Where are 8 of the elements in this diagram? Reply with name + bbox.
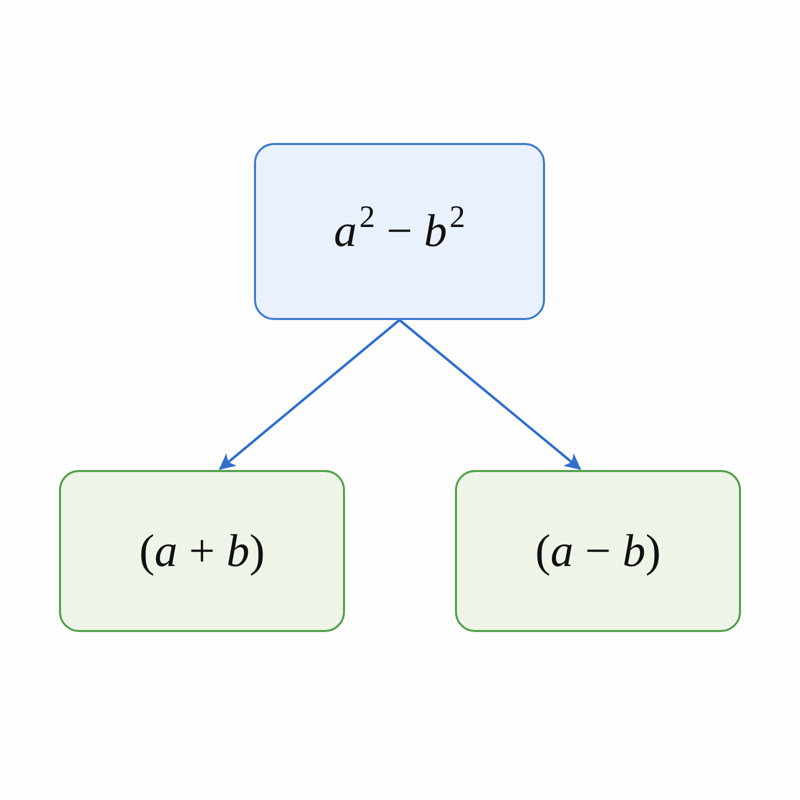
factor-box (59, 470, 345, 632)
expression-box (254, 143, 545, 320)
arrow (398, 319, 582, 470)
formula-text: (a − b) (535, 526, 661, 576)
arrow (218, 319, 400, 470)
formula-text: a$^{2}$ − b$^{2}$ (334, 206, 466, 257)
factor-box (455, 470, 741, 632)
formula-text: (a + b) (139, 526, 265, 576)
